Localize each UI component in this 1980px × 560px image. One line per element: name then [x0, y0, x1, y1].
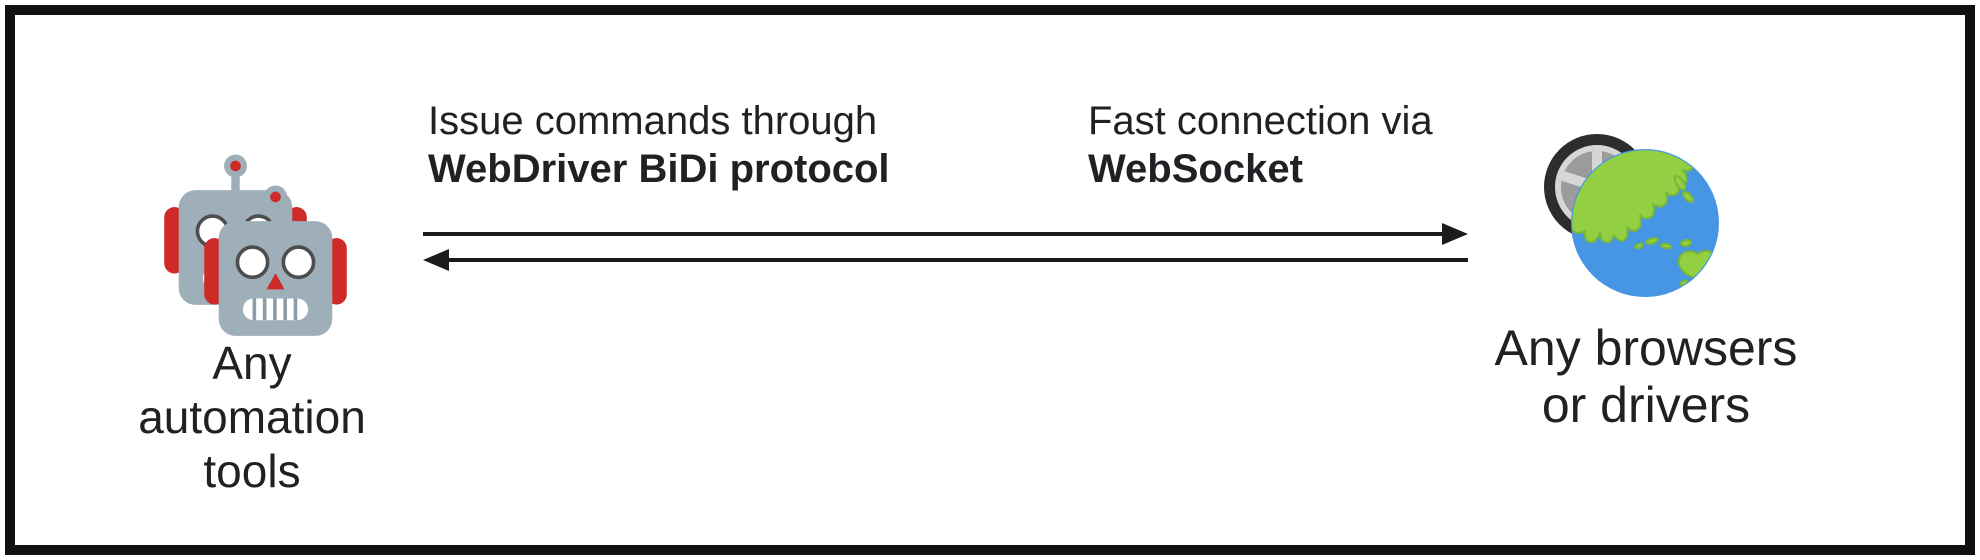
arrowhead-left-icon [423, 249, 449, 271]
caption-line: Any [212, 337, 292, 389]
caption-line: or drivers [1541, 377, 1751, 433]
request-label-line2: WebDriver BiDi protocol [428, 147, 890, 191]
caption-line: automation [138, 391, 366, 443]
request-label: Issue commands through WebDriver BiDi pr… [428, 97, 890, 193]
caption-line: tools [203, 445, 301, 497]
robot-front-icon [203, 181, 348, 341]
request-label-line1: Issue commands through [428, 99, 878, 143]
caption-line: Any browsers [1494, 320, 1798, 376]
wheel-globe-icon [1544, 134, 1719, 297]
response-label-line1: Fast connection via [1088, 99, 1433, 143]
response-label-line2: WebSocket [1088, 147, 1303, 191]
automation-tools-node: Any automation tools [92, 140, 412, 540]
arrow-left-icon [423, 248, 1468, 272]
response-label: Fast connection via WebSocket [1088, 97, 1433, 193]
arrow-right-icon [423, 222, 1468, 246]
arrowhead-right-icon [1442, 223, 1468, 245]
automation-tools-caption: Any automation tools [92, 336, 412, 498]
arrow-shaft [443, 258, 1468, 262]
arrow-shaft [423, 232, 1448, 236]
browsers-caption: Any browsers or drivers [1490, 320, 1802, 434]
browsers-node: Any browsers or drivers [1490, 105, 1802, 535]
